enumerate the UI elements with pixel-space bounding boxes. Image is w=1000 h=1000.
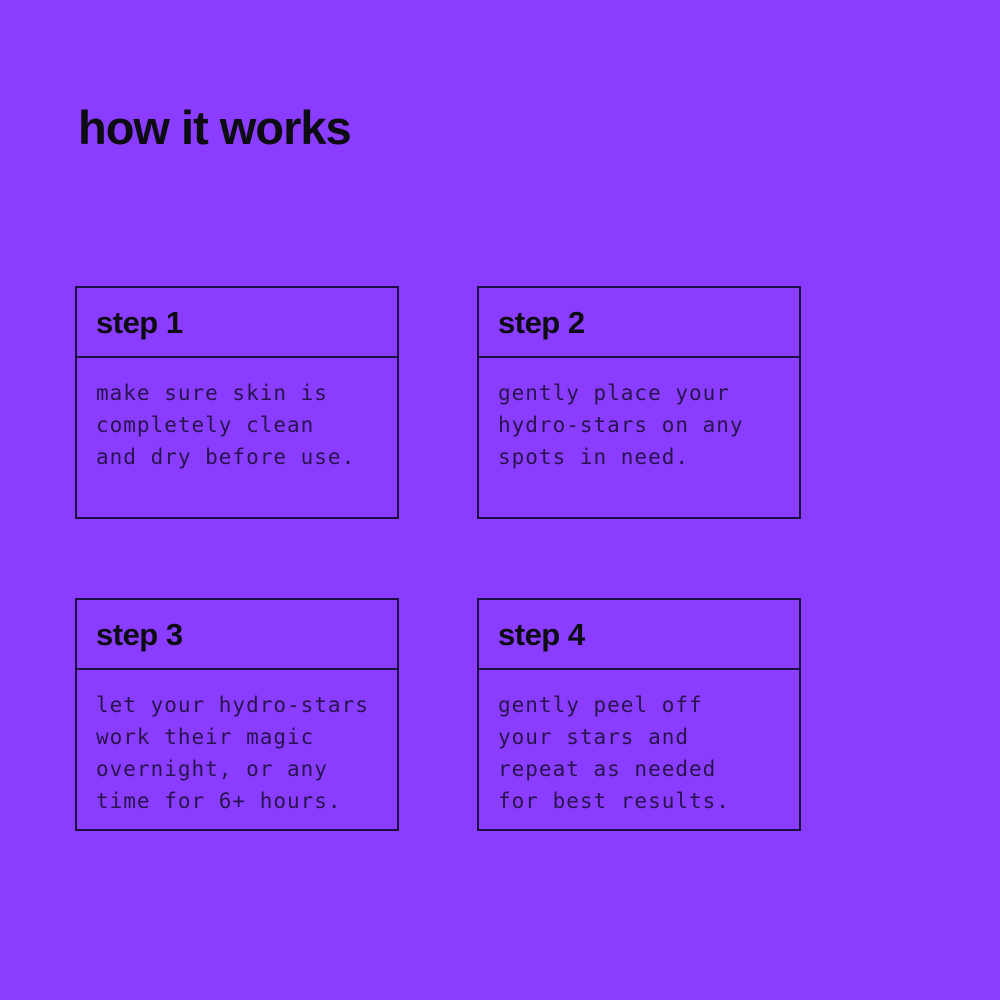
step-card-1: step 1 make sure skin is completely clea… xyxy=(75,286,399,519)
step-4-description: gently peel off your stars and repeat as… xyxy=(498,693,730,813)
step-1-description: make sure skin is completely clean and d… xyxy=(96,381,356,469)
step-3-title: step 3 xyxy=(77,600,397,670)
step-card-3: step 3 let your hydro-stars work their m… xyxy=(75,598,399,831)
step-1-title: step 1 xyxy=(77,288,397,358)
steps-grid: step 1 make sure skin is completely clea… xyxy=(75,286,801,831)
step-2-description: gently place your hydro-stars on any spo… xyxy=(498,381,744,469)
step-card-2: step 2 gently place your hydro-stars on … xyxy=(477,286,801,519)
step-2-title: step 2 xyxy=(479,288,799,358)
step-3-description: let your hydro-stars work their magic ov… xyxy=(96,693,369,813)
page-title: how it works xyxy=(78,101,352,154)
step-card-4: step 4 gently peel off your stars and re… xyxy=(477,598,801,831)
step-4-title: step 4 xyxy=(479,600,799,670)
